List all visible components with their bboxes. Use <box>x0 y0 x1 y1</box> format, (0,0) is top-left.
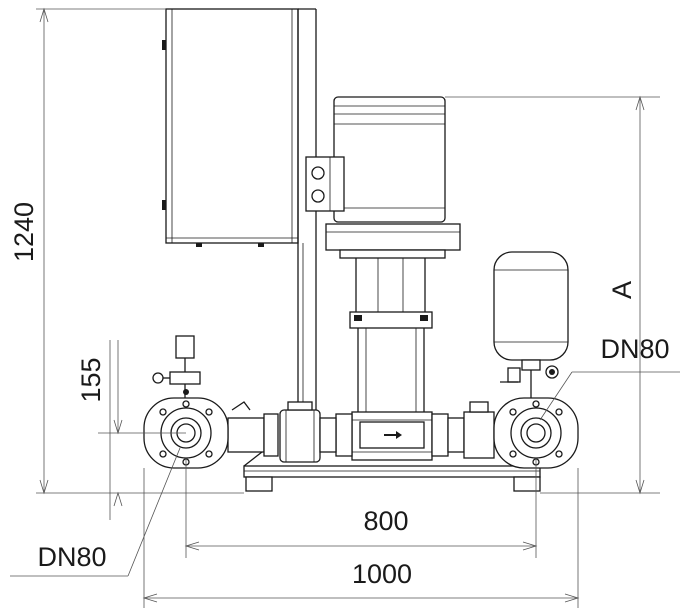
dimension-label-155: 155 <box>76 357 106 402</box>
suction-dn-label: DN80 <box>37 542 106 572</box>
suction-piping <box>227 401 337 463</box>
leader-dn80-suction <box>10 447 181 577</box>
dimension-label-1240: 1240 <box>9 202 39 262</box>
dimension-label-1000: 1000 <box>352 559 412 589</box>
pressure-gauge <box>152 335 201 398</box>
pump-body <box>335 258 449 461</box>
support-column <box>297 8 317 462</box>
terminal-box <box>305 156 345 212</box>
dimension-label-a: A <box>607 281 637 299</box>
dimension-1000 <box>142 468 580 608</box>
leader-dn80-discharge <box>539 371 680 421</box>
discharge-flange <box>493 397 579 469</box>
suction-valve-handle <box>231 401 251 411</box>
dimension-155 <box>98 340 186 520</box>
dimension-a <box>445 95 660 495</box>
control-cabinet <box>162 8 299 247</box>
dimension-1240 <box>36 7 244 495</box>
pressure-vessel <box>493 251 569 398</box>
discharge-dn-label: DN80 <box>600 334 669 364</box>
motor <box>325 96 461 259</box>
dimension-label-800: 800 <box>363 506 408 536</box>
discharge-piping <box>447 401 495 459</box>
dimension-800 <box>184 458 538 558</box>
